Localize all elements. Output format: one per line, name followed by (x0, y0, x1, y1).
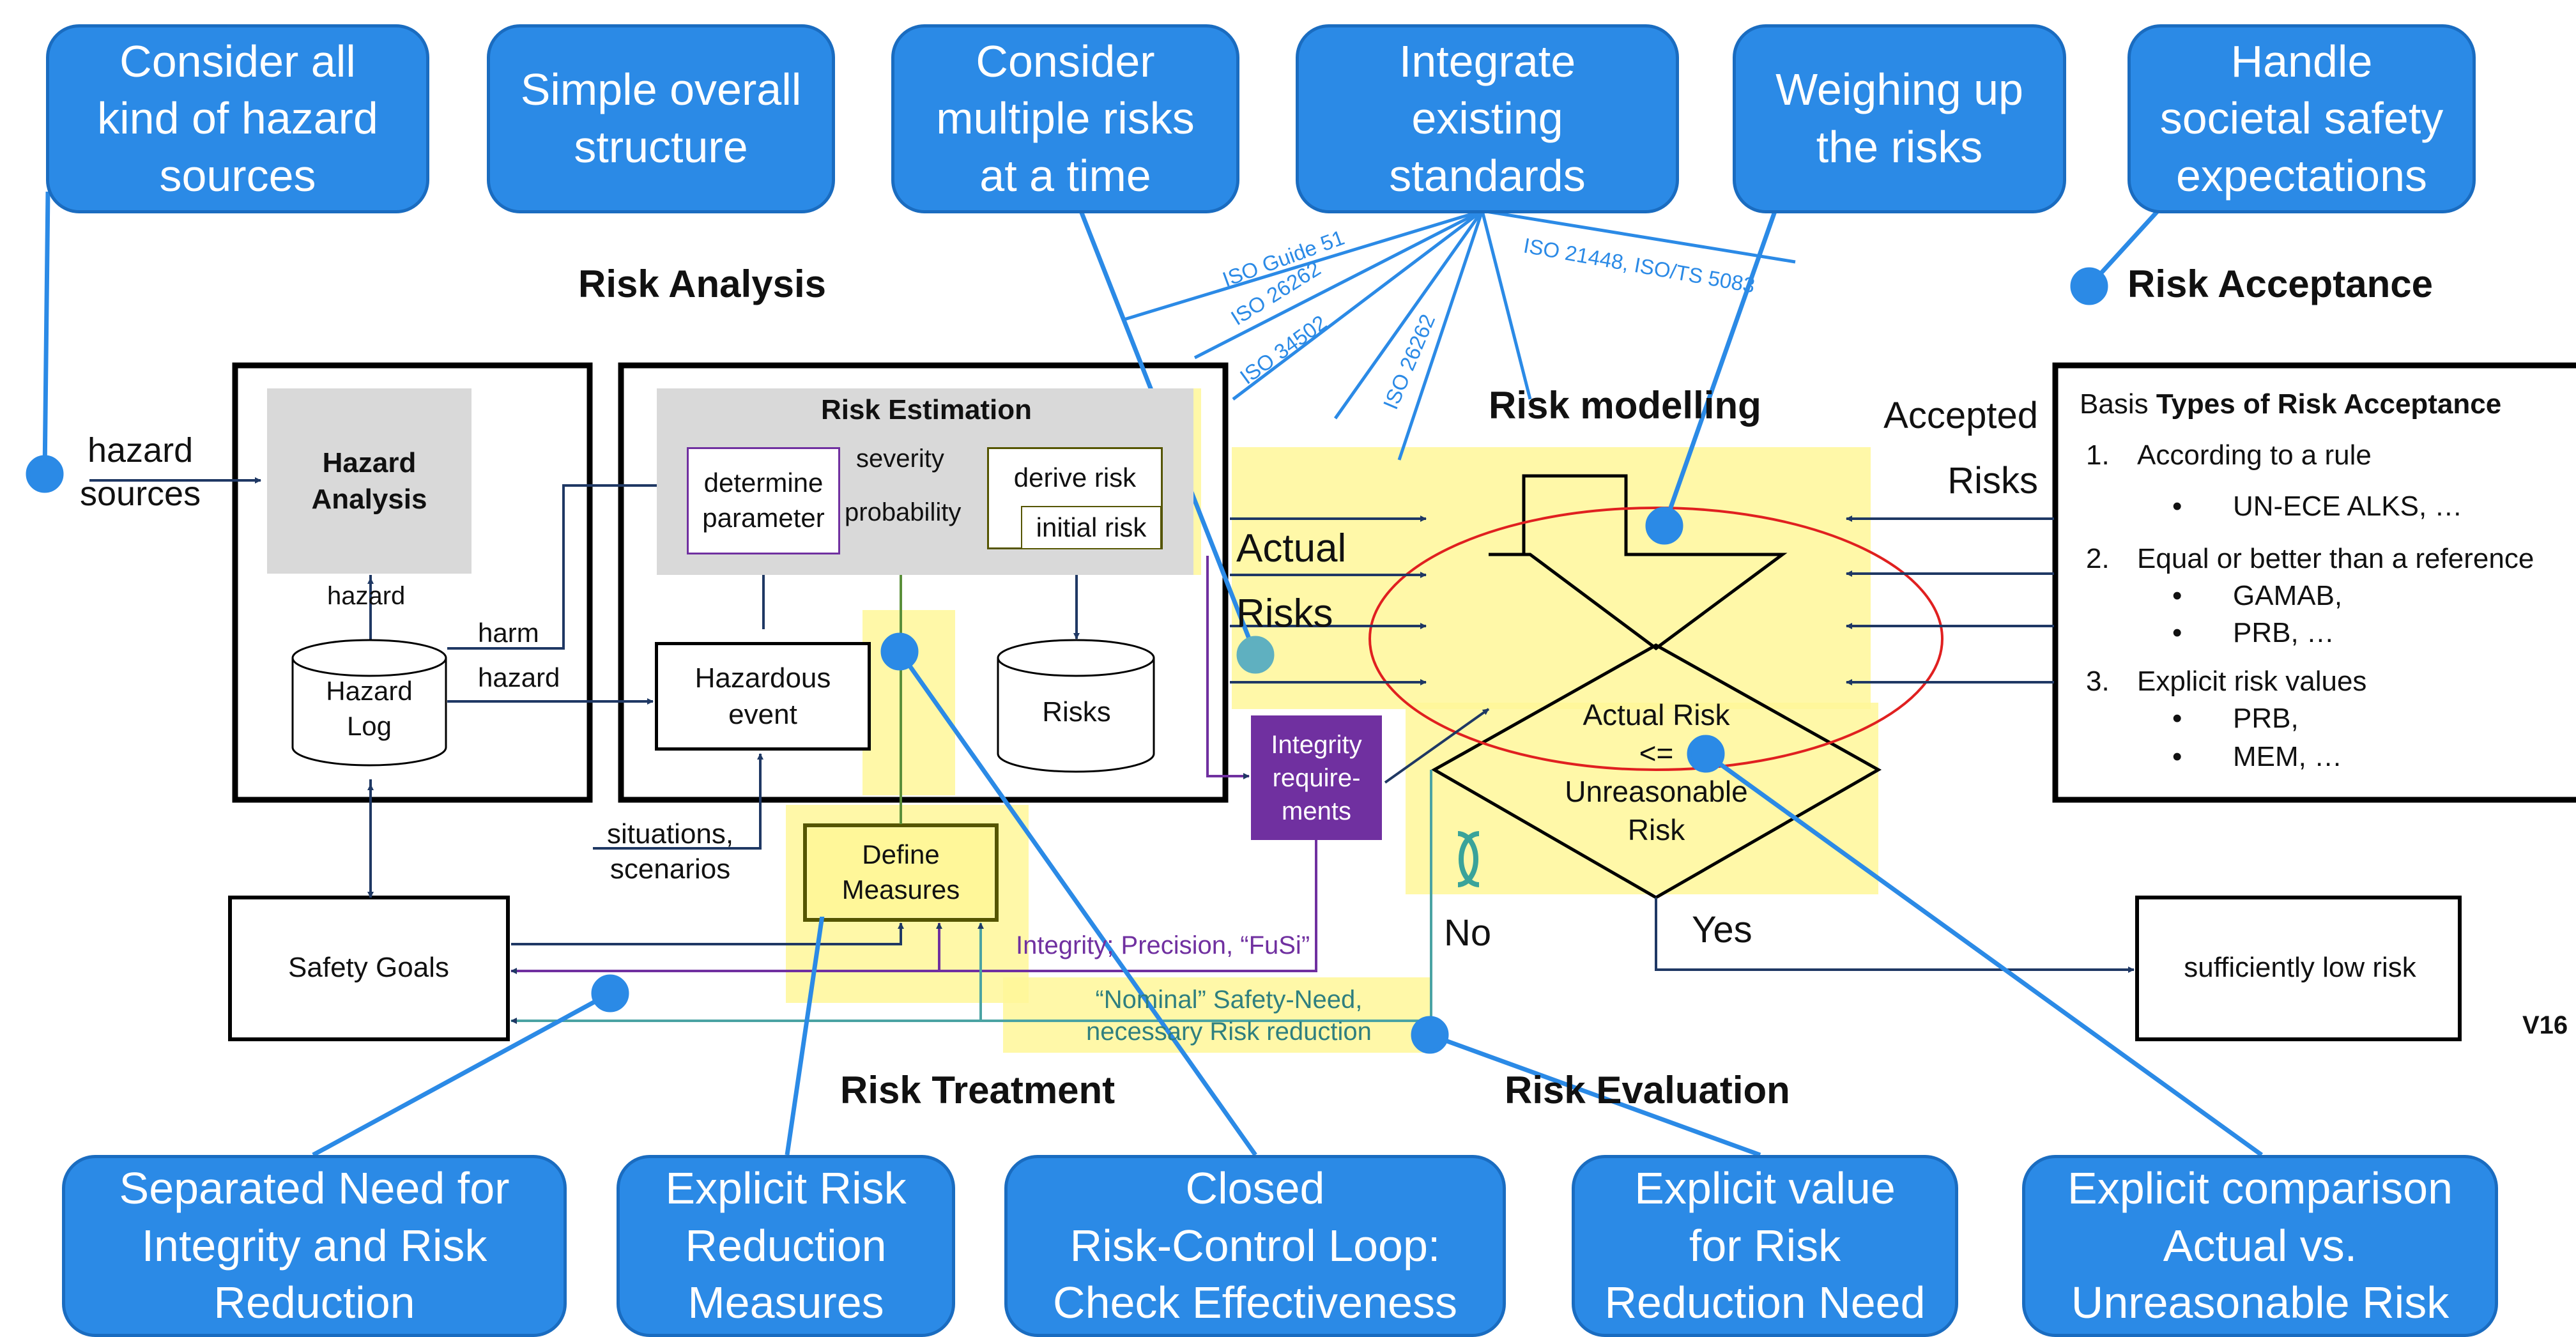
acceptance-title: Basis Types of Risk Acceptance (2080, 388, 2501, 420)
risk-modelling-title: Risk modelling (1489, 384, 1761, 427)
harm-label: harm (478, 618, 539, 648)
weighing-arrow (1489, 474, 1788, 651)
risk-treatment-title: Risk Treatment (840, 1069, 1116, 1112)
accepted-risks-label: Accepted Risks (1883, 395, 2038, 501)
version-label: V16 (2522, 1011, 2568, 1039)
acceptance-item-2-num: 2. (2086, 543, 2110, 574)
risks-cylinder (997, 639, 1155, 773)
acceptance-title-bold: Types of Risk Acceptance (2156, 388, 2502, 420)
hazard-analysis-box: Hazard Analysis (267, 388, 471, 574)
callout-integrate-standards: Integrate existing standards (1296, 24, 1679, 213)
risk-evaluation-title: Risk Evaluation (1505, 1069, 1790, 1112)
actual-risks-label: Actual Risks (1236, 526, 1347, 636)
purple-lines (510, 556, 1317, 974)
nominal-line-label: “Nominal” Safety-Need, necessary Risk re… (1086, 986, 1372, 1046)
acceptance-item-2-sub-2: PRB, … (2233, 617, 2334, 648)
callout-explicit-measures: Explicit Risk Reduction Measures (617, 1155, 955, 1337)
no-label: No (1444, 912, 1492, 954)
highlight-nominal (1003, 977, 1431, 1053)
determine-parameter-box: determine parameter (687, 447, 840, 554)
loop-icon (1457, 831, 1480, 887)
hazardous-event-box: Hazardous event (655, 642, 871, 751)
sufficiently-low-frame (2135, 896, 2462, 1041)
situations-label: situations, scenarios (607, 818, 734, 885)
risk-analysis-title: Risk Analysis (578, 263, 826, 305)
acceptance-item-1-bullet: • (2172, 491, 2182, 522)
highlight-actual-risks (1232, 447, 1871, 709)
standards-lines (1124, 209, 1796, 461)
acceptance-item-1-num: 1. (2086, 439, 2110, 471)
callout-societal-safety: Handle societal safety expectations (2128, 24, 2476, 213)
acceptance-item-3-bullet-2: • (2172, 741, 2182, 772)
sufficiently-low-box: sufficiently low risk (2184, 952, 2416, 984)
initial-risk-box: initial risk (1021, 506, 1162, 549)
main-boxes (228, 362, 2576, 1041)
callout-weighing-risks: Weighing up the risks (1733, 24, 2066, 213)
integrity-requirements-box: Integrity require- ments (1251, 715, 1382, 840)
risks-db-label: Risks (1042, 696, 1111, 728)
hazard-log-label: Hazard Log (326, 676, 413, 741)
risk-analysis-frame-left (232, 362, 593, 803)
acceptance-item-3: Explicit risk values (2137, 666, 2367, 697)
navy-arrows (89, 477, 2135, 973)
hazard-to-event-label: hazard (478, 662, 560, 692)
callout-hazard-sources: Consider all kind of hazard sources (46, 24, 429, 213)
integrity-line-label: Integrity; Precision, “FuSi” (1016, 931, 1310, 959)
callout-simple-structure: Simple overall structure (487, 24, 835, 213)
acceptance-item-1-sub-1: UN-ECE ALKS, … (2233, 491, 2463, 522)
acceptance-frame (2052, 362, 2576, 803)
acceptance-item-2-bullet-2: • (2172, 617, 2182, 648)
risk-ellipse (1368, 507, 1943, 771)
define-measures-frame (803, 823, 999, 922)
severity-label: severity (856, 445, 944, 473)
callout-explicit-value: Explicit value for Risk Reduction Need (1572, 1155, 1958, 1337)
probability-label: probability (845, 498, 962, 526)
hazard-log-cylinder (291, 639, 447, 767)
acceptance-item-2: Equal or better than a reference (2137, 543, 2534, 574)
acceptance-item-1: According to a rule (2137, 439, 2372, 471)
callout-explicit-comparison: Explicit comparison Actual vs. Unreasona… (2022, 1155, 2498, 1337)
acceptance-title-plain: Basis (2080, 388, 2156, 420)
risk-estimation-title: Risk Estimation (820, 394, 1032, 426)
define-measures-box: Define Measures (808, 829, 993, 917)
callout-multiple-risks: Consider multiple risks at a time (891, 24, 1239, 213)
decision-text: Actual Risk <= Unreasonable Risk (1565, 698, 1748, 846)
callout-closed-loop: Closed Risk-Control Loop: Check Effectiv… (1004, 1155, 1506, 1337)
acceptance-item-3-sub-1: PRB, (2233, 703, 2299, 734)
hazard-label: hazard (327, 582, 406, 610)
callout-separated-need: Separated Need for Integrity and Risk Re… (62, 1155, 567, 1337)
acceptance-panel: Basis Types of Risk Acceptance 1. Accord… (2080, 383, 2576, 792)
acceptance-item-3-sub-2: MEM, … (2233, 741, 2343, 772)
yes-label: Yes (1692, 909, 1752, 951)
risk-acceptance-title: Risk Acceptance (2128, 263, 2434, 305)
acceptance-item-2-bullet-1: • (2172, 580, 2182, 611)
acceptance-item-3-num: 3. (2086, 666, 2110, 697)
safety-goals-box: Safety Goals (288, 952, 449, 984)
acceptance-item-3-bullet-1: • (2172, 703, 2182, 734)
acceptance-item-2-sub-1: GAMAB, (2233, 580, 2343, 611)
hazard-sources-label: hazard sources (80, 431, 201, 513)
